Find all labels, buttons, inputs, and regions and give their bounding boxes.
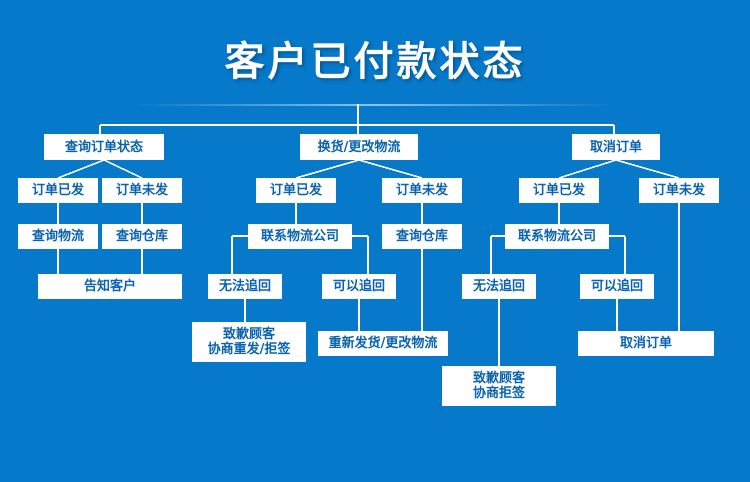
node-lian-xi-wu-liu-gong-si-1[interactable]: 联系物流公司 xyxy=(248,224,352,249)
node-chong-xin-fa-huo-geng-gai-wu-liu[interactable]: 重新发货/更改物流 xyxy=(318,331,448,356)
node-zhi-qian-gu-ke-xie-shang-ju-qian[interactable]: 致歉顾客 协商拒签 xyxy=(442,366,556,406)
node-ke-yi-zhui-hui-1[interactable]: 可以追回 xyxy=(322,274,396,299)
node-ding-dan-yi-fa-1[interactable]: 订单已发 xyxy=(18,178,98,203)
node-cha-xun-wu-liu[interactable]: 查询物流 xyxy=(18,224,98,249)
node-qu-xiao-ding-dan-final[interactable]: 取消订单 xyxy=(578,331,714,356)
node-cha-xun-cang-ku-2[interactable]: 查询仓库 xyxy=(382,224,462,249)
node-ding-dan-yi-fa-2[interactable]: 订单已发 xyxy=(256,178,336,203)
node-wu-fa-zhui-hui-1[interactable]: 无法追回 xyxy=(208,274,282,299)
node-ding-dan-wei-fa-1[interactable]: 订单未发 xyxy=(102,178,182,203)
node-huan-huo-geng-gai-wu-liu[interactable]: 换货/更改物流 xyxy=(300,134,418,160)
page-title: 客户已付款状态 xyxy=(224,39,526,85)
node-zhi-qian-gu-ke-xie-shang-chong-fa[interactable]: 致歉顾客 协商重发/拒签 xyxy=(192,322,306,362)
node-ding-dan-wei-fa-3[interactable]: 订单未发 xyxy=(639,178,719,203)
node-ding-dan-yi-fa-3[interactable]: 订单已发 xyxy=(519,178,599,203)
node-qu-xiao-ding-dan[interactable]: 取消订单 xyxy=(572,134,660,160)
node-lian-xi-wu-liu-gong-si-2[interactable]: 联系物流公司 xyxy=(505,224,609,249)
node-cha-xun-cang-ku-1[interactable]: 查询仓库 xyxy=(102,224,182,249)
title-divider xyxy=(135,104,615,106)
node-cha-xun-ding-dan-zhuang-tai[interactable]: 查询订单状态 xyxy=(44,134,164,160)
node-ding-dan-wei-fa-2[interactable]: 订单未发 xyxy=(382,178,462,203)
node-wu-fa-zhui-hui-2[interactable]: 无法追回 xyxy=(462,274,536,299)
node-ke-yi-zhui-hui-2[interactable]: 可以追回 xyxy=(580,274,654,299)
node-gao-zhi-ke-hu[interactable]: 告知客户 xyxy=(38,274,182,299)
